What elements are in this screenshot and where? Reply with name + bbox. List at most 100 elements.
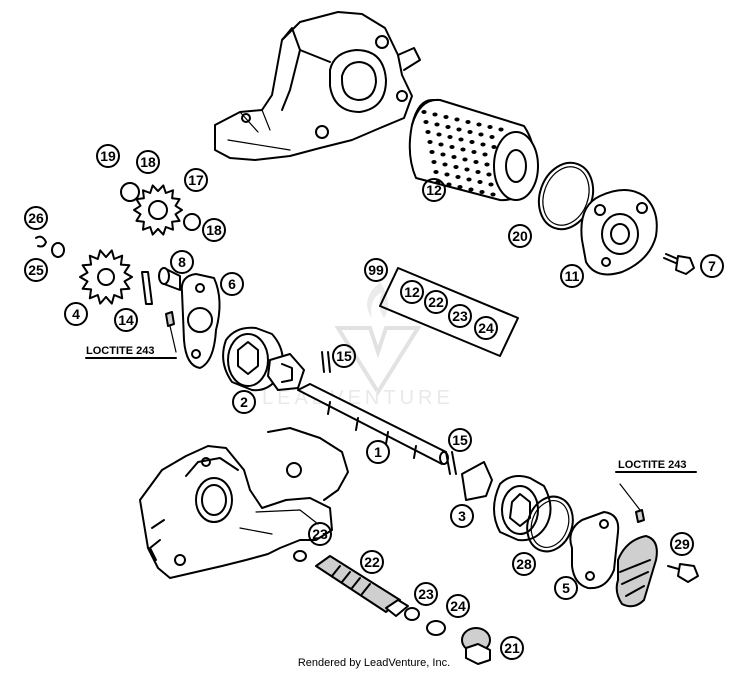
- callout-23: 23: [308, 522, 332, 546]
- callout-24: 24: [446, 594, 470, 618]
- callout-12-kit: 12: [400, 280, 424, 304]
- ring-23-lower: [293, 550, 307, 562]
- filter-hole: [477, 180, 483, 184]
- ring-24: [426, 620, 446, 636]
- filter-hole: [460, 147, 466, 152]
- svg-text:7: 7: [708, 258, 716, 274]
- filter-hole: [482, 152, 488, 157]
- filter-hole: [467, 130, 473, 134]
- washer-19: [120, 182, 140, 202]
- svg-text:24: 24: [478, 320, 494, 336]
- callout-23-kit: 23: [448, 304, 472, 328]
- filter-hole: [446, 182, 452, 187]
- filter-hole: [442, 162, 448, 167]
- filter-hole: [449, 145, 455, 149]
- filter-hole: [465, 120, 471, 124]
- callout-22: 22: [360, 550, 384, 574]
- plug-21: [461, 627, 491, 665]
- filter-hole: [475, 170, 481, 174]
- filter-hole: [480, 142, 486, 147]
- svg-text:20: 20: [512, 228, 528, 244]
- engine-case-top: [214, 11, 421, 161]
- svg-text:22: 22: [364, 554, 380, 570]
- svg-text:8: 8: [178, 254, 186, 270]
- svg-text:15: 15: [336, 348, 352, 364]
- svg-text:2: 2: [240, 394, 248, 410]
- filter-hole: [444, 172, 450, 177]
- callout-3: 3: [450, 504, 474, 528]
- filter-hole: [488, 182, 494, 187]
- svg-text:23: 23: [418, 586, 434, 602]
- svg-text:26: 26: [28, 210, 44, 226]
- filter-cover: [580, 189, 658, 276]
- filter-hole: [427, 140, 433, 144]
- filter-hole: [498, 127, 504, 132]
- footer-credit: Rendered by LeadVenture, Inc.: [298, 657, 450, 669]
- svg-text:5: 5: [562, 580, 570, 596]
- callout-18-washer: 18: [202, 218, 226, 242]
- svg-text:6: 6: [228, 276, 236, 292]
- loctite-note-right: LOCTITE 243: [618, 459, 686, 471]
- filter-hole: [432, 112, 438, 117]
- filter-hole: [451, 155, 457, 159]
- pin-15-lower: [445, 451, 457, 475]
- filter-hole: [471, 150, 477, 154]
- svg-text:99: 99: [368, 262, 384, 278]
- filter-hole: [447, 135, 453, 139]
- callout-14: 14: [114, 308, 138, 332]
- svg-text:11: 11: [565, 268, 580, 284]
- kit-99-box: [379, 267, 519, 357]
- filter-hole: [462, 157, 468, 162]
- callout-21: 21: [500, 636, 524, 660]
- callout-8: 8: [170, 250, 194, 274]
- filter-hole: [469, 140, 475, 144]
- svg-text:28: 28: [516, 556, 532, 572]
- callout-5: 5: [554, 576, 578, 600]
- filter-hole: [489, 135, 495, 139]
- callout-15-upper: 15: [332, 344, 356, 368]
- callout-17: 17: [184, 168, 208, 192]
- callout-6: 6: [220, 272, 244, 296]
- svg-text:12: 12: [404, 284, 420, 300]
- filter-hole: [490, 192, 496, 197]
- callouts: 1 2 3 4 5 6 7 8 11 12 14 15 15 17 18 18 …: [24, 144, 724, 660]
- callout-29: 29: [670, 532, 694, 556]
- svg-text:14: 14: [118, 312, 134, 328]
- svg-text:19: 19: [100, 148, 116, 164]
- pump-plate-6: [180, 273, 221, 369]
- filter-hole: [445, 125, 451, 129]
- svg-text:18: 18: [206, 222, 222, 238]
- filter-hole: [486, 172, 492, 177]
- callout-25: 25: [24, 258, 48, 282]
- callout-1: 1: [366, 440, 390, 464]
- filter-hole: [429, 150, 435, 154]
- svg-text:23: 23: [452, 308, 468, 324]
- filter-hole: [436, 132, 442, 137]
- shaft-22: [315, 555, 409, 617]
- svg-text:23: 23: [312, 526, 328, 542]
- valve-spring-29: [615, 483, 699, 608]
- pump-rotor-3: [461, 461, 552, 542]
- callout-11: 11: [560, 264, 584, 288]
- callout-24-kit: 24: [474, 316, 498, 340]
- svg-text:25: 25: [28, 262, 44, 278]
- callout-19: 19: [96, 144, 120, 168]
- svg-text:12: 12: [426, 182, 442, 198]
- svg-text:4: 4: [72, 306, 80, 322]
- callout-22-kit: 22: [424, 290, 448, 314]
- loctite-note-left: LOCTITE 243: [86, 345, 154, 357]
- oil-filter: [408, 98, 539, 202]
- filter-hole: [464, 167, 470, 172]
- filter-hole: [453, 165, 459, 169]
- pin-15-upper: [321, 351, 331, 373]
- callout-7: 7: [700, 254, 724, 278]
- callout-99: 99: [364, 258, 388, 282]
- washer-25: [51, 242, 65, 258]
- svg-text:18: 18: [140, 154, 156, 170]
- filter-hole: [458, 137, 464, 142]
- svg-text:1: 1: [374, 444, 382, 460]
- svg-text:24: 24: [450, 598, 466, 614]
- filter-hole: [473, 160, 479, 164]
- filter-hole: [455, 175, 461, 179]
